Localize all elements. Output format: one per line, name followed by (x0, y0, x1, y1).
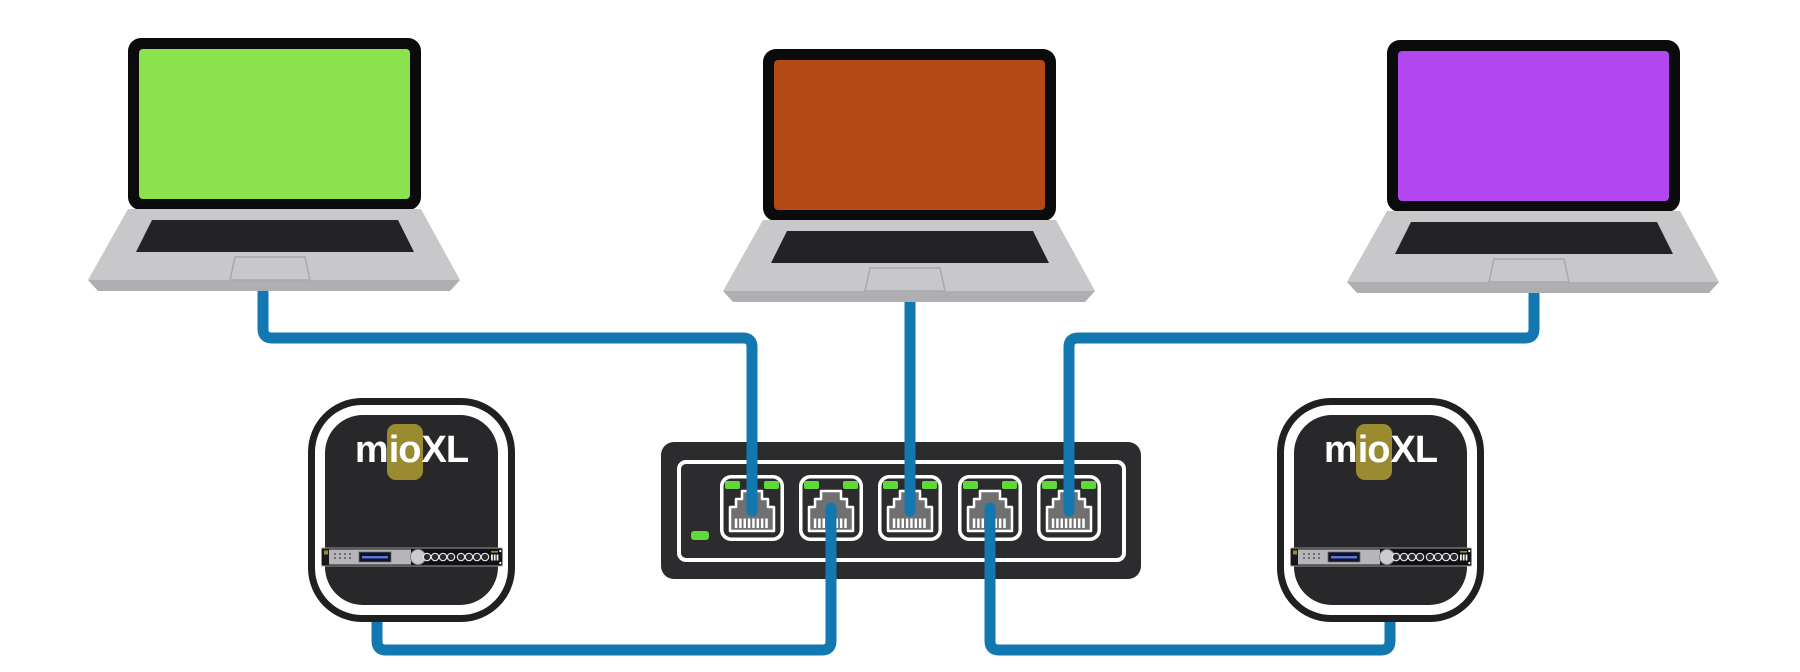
laptop-keyboard (136, 220, 414, 252)
port-led-right (1081, 481, 1096, 489)
port-led-right (843, 481, 858, 489)
laptop-trackpad (229, 256, 311, 281)
laptop-base-edge (1347, 282, 1719, 293)
mioxl-logo: mioXL (354, 424, 470, 480)
port-led-right (1002, 481, 1017, 489)
cables (257, 282, 1540, 656)
logo-gold-tile: io (1355, 424, 1392, 480)
laptop-base-edge (88, 280, 460, 291)
logo-text: m (1323, 429, 1358, 471)
laptop-green (88, 38, 460, 291)
laptop-keyboard (1395, 222, 1673, 254)
laptop-purple (1347, 40, 1719, 293)
laptop-trackpad (864, 267, 946, 292)
jack-pins (1051, 518, 1085, 528)
port-led-left (963, 481, 978, 489)
port-led-right (922, 481, 937, 489)
port-led-left (883, 481, 898, 489)
mioxl-logo: mioXL (1323, 424, 1439, 480)
jack-pins (734, 518, 768, 528)
port-led-left (725, 481, 740, 489)
mioxl-device-left: mioXL (308, 398, 515, 622)
laptop-screen (139, 49, 410, 199)
mioxl-device-right: mioXL (1277, 398, 1484, 622)
cable-laptop-purple-to-port5 (1063, 283, 1540, 517)
cable-port4-to-mioxl-right (984, 502, 1396, 656)
logo-text: XL (1390, 429, 1439, 471)
laptop-base-edge (723, 291, 1095, 302)
switch-power-led (691, 531, 709, 540)
mioxl-body: mioXL (1289, 415, 1472, 605)
laptop-screen (774, 60, 1045, 210)
rack-unit-graphic (320, 547, 503, 567)
port-led-right (764, 481, 779, 489)
mioxl-body: mioXL (320, 415, 503, 605)
cable-port2-to-mioxl-left (371, 502, 837, 656)
logo-gold-tile: io (386, 424, 423, 480)
laptop-screen (1398, 51, 1669, 201)
logo-text: m (354, 429, 389, 471)
logo-text: XL (421, 429, 470, 471)
jack-pins (892, 518, 926, 528)
cable-laptop-green-to-port1 (257, 282, 758, 517)
switch-faceplate-frame (677, 460, 1126, 562)
port-led-left (1042, 481, 1057, 489)
laptop-keyboard (771, 231, 1049, 263)
laptop-orange (723, 49, 1095, 302)
laptop-trackpad (1488, 258, 1570, 283)
port-led-left (804, 481, 819, 489)
rack-unit-graphic (1289, 547, 1472, 567)
